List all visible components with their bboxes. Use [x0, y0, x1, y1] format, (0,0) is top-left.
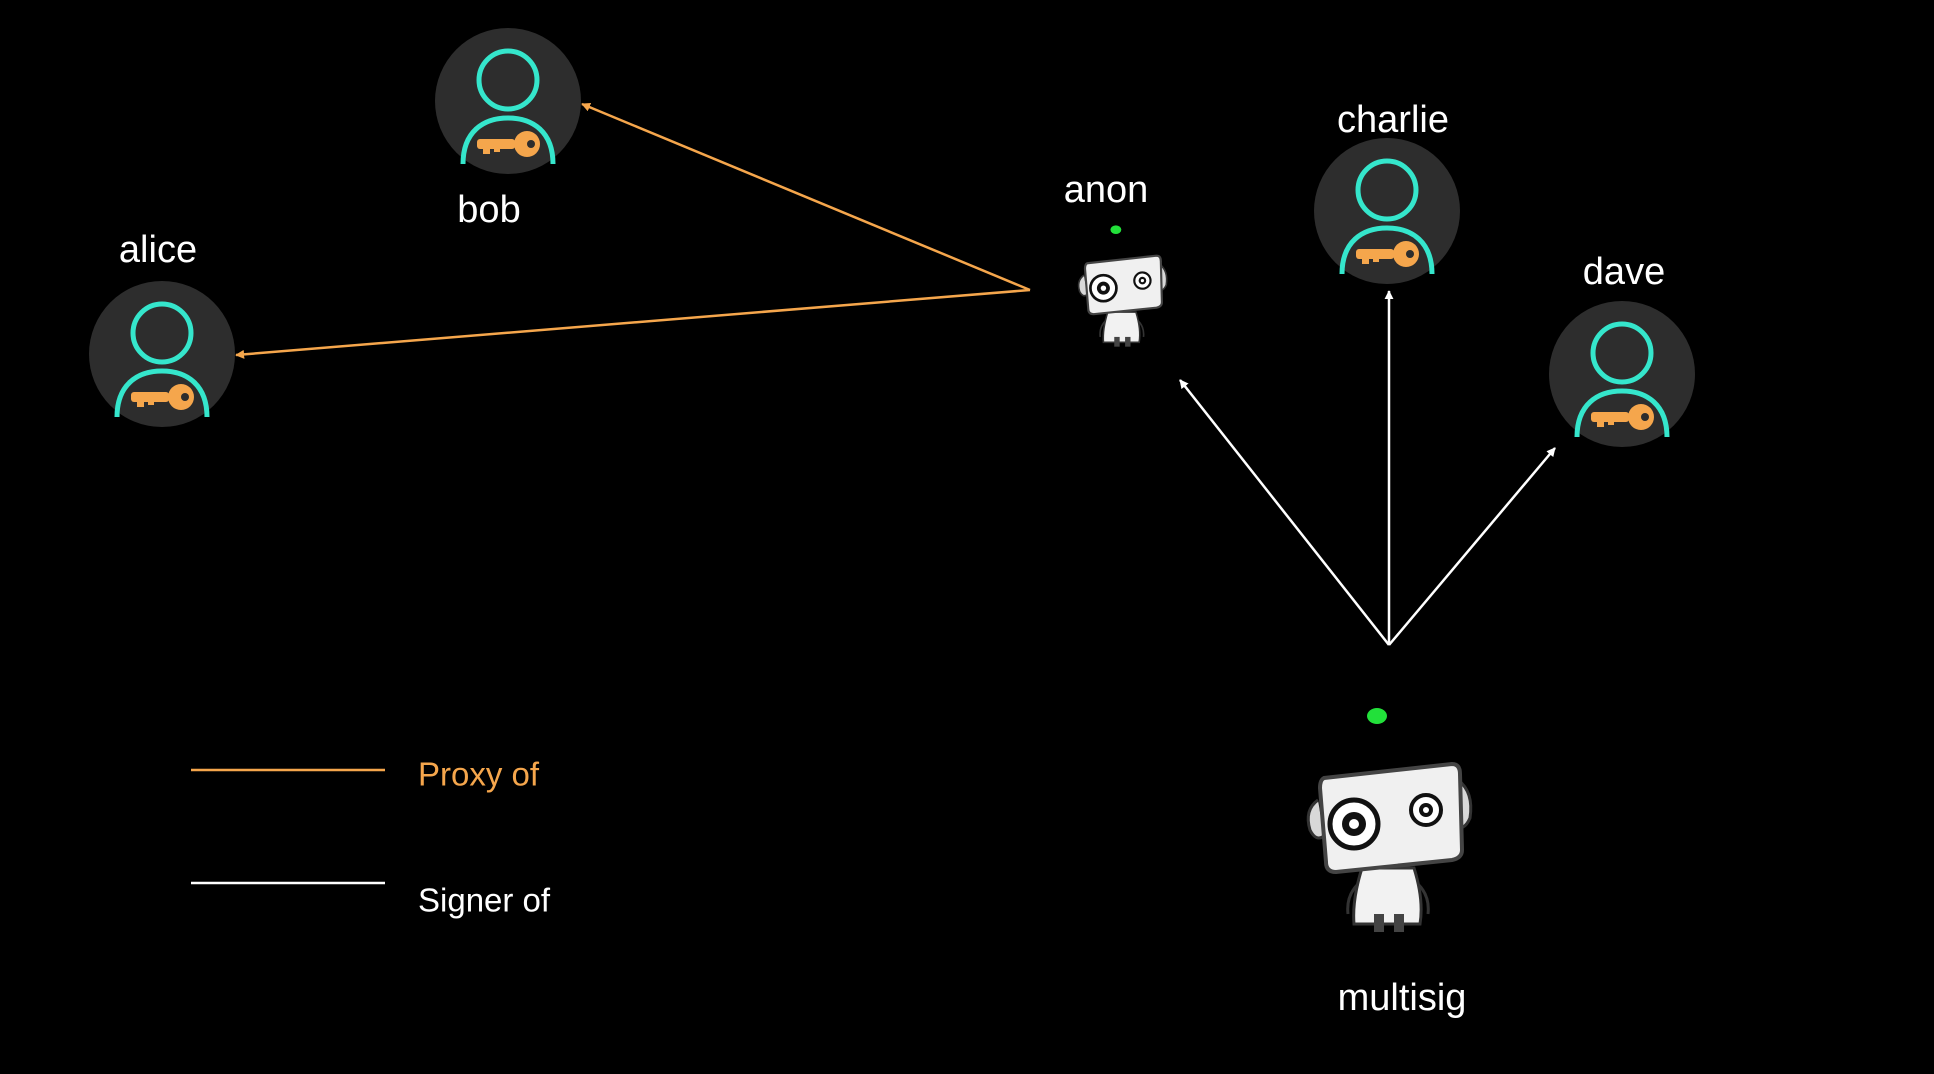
avatar-head [1590, 321, 1654, 385]
robot-body [1102, 311, 1141, 344]
legend-proxy-label: Proxy of [418, 755, 540, 793]
user-key-icon [1549, 301, 1695, 447]
antenna-light [1367, 708, 1387, 724]
avatar-body [1339, 225, 1435, 275]
label-charlie: charlie [1337, 99, 1449, 141]
avatar-head [130, 301, 194, 365]
account-dave [1549, 301, 1695, 452]
robot-icon [1306, 708, 1473, 932]
legend-signer-label: Signer of [418, 881, 551, 919]
account-anon [1074, 221, 1174, 356]
robot-icon [1077, 225, 1168, 347]
signer-edge-multisig-to-dave [1388, 447, 1556, 646]
robot-body [1352, 866, 1423, 926]
account-bob [435, 28, 581, 179]
proxy-edge-anon-to-bob [581, 102, 1031, 292]
proxy-edge-anon-to-alice [235, 288, 1031, 359]
avatar-head [1355, 158, 1419, 222]
user-key-icon [435, 28, 581, 174]
antenna-light [1110, 225, 1122, 234]
user-key-icon [89, 281, 235, 427]
label-multisig: multisig [1337, 977, 1467, 1019]
key-icon [1591, 404, 1654, 430]
label-alice: alice [118, 229, 198, 271]
account-charlie [1314, 138, 1460, 289]
avatar-body [1574, 388, 1670, 438]
avatar-head [476, 48, 540, 112]
label-bob: bob [457, 189, 521, 231]
key-icon [477, 131, 540, 157]
avatar-body [114, 368, 210, 418]
signer-edge-multisig-to-anon [1179, 379, 1390, 646]
user-key-icon [1314, 138, 1460, 284]
account-multisig [1302, 700, 1482, 945]
key-icon [131, 384, 194, 410]
label-dave: dave [1582, 251, 1666, 293]
key-icon [1356, 241, 1419, 267]
label-anon: anon [1063, 169, 1149, 211]
account-alice [89, 281, 235, 432]
avatar-body [460, 115, 556, 165]
